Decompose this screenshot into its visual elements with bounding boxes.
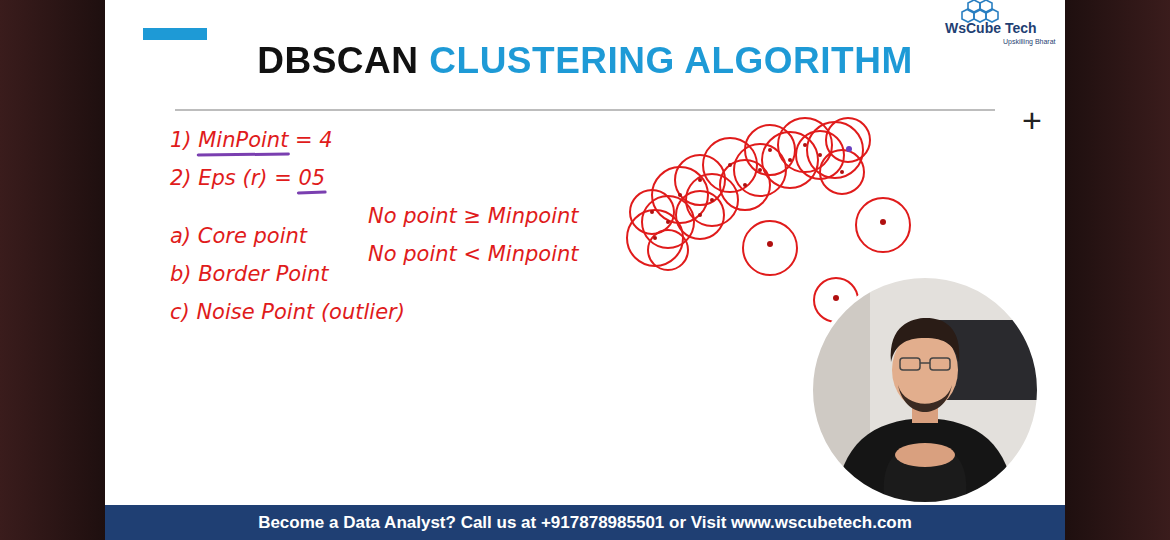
data-points xyxy=(650,143,886,301)
handwritten-note: No point ≥ Minpoint xyxy=(368,204,579,229)
logo-tagline: Upskilling Bharat xyxy=(1003,38,1056,46)
left-border xyxy=(0,0,105,540)
handwritten-note: 2) Eps (r) = 05 xyxy=(170,166,325,191)
handwritten-note: b) Border Point xyxy=(170,262,329,287)
handwritten-note: c) Noise Point (outlier) xyxy=(170,300,405,325)
logo-hexagons xyxy=(962,0,998,22)
handwritten-note: a) Core point xyxy=(170,224,307,249)
presenter-photo xyxy=(810,275,1040,505)
slide-title: DBSCAN CLUSTERING ALGORITHM xyxy=(257,38,913,84)
title-row: DBSCAN CLUSTERING ALGORITHM xyxy=(105,38,1065,84)
purple-underline xyxy=(298,192,325,193)
handwritten-note: No point < Minpoint xyxy=(368,242,579,267)
selected-point xyxy=(846,146,852,152)
plus-sign: + xyxy=(1022,100,1042,141)
photo-frame xyxy=(811,276,1039,504)
purple-underline xyxy=(198,154,288,155)
logo-text: WsCube Tech xyxy=(945,20,1037,37)
slide-ground xyxy=(105,0,1065,505)
footer-banner xyxy=(105,505,1065,540)
accent-bar xyxy=(143,28,207,40)
footer-text: Become a Data Analyst? Call us at +91787… xyxy=(105,505,1065,540)
right-border xyxy=(1065,0,1170,540)
handwritten-note: 1) MinPoint = 4 xyxy=(170,128,333,153)
title-rule xyxy=(175,109,995,111)
